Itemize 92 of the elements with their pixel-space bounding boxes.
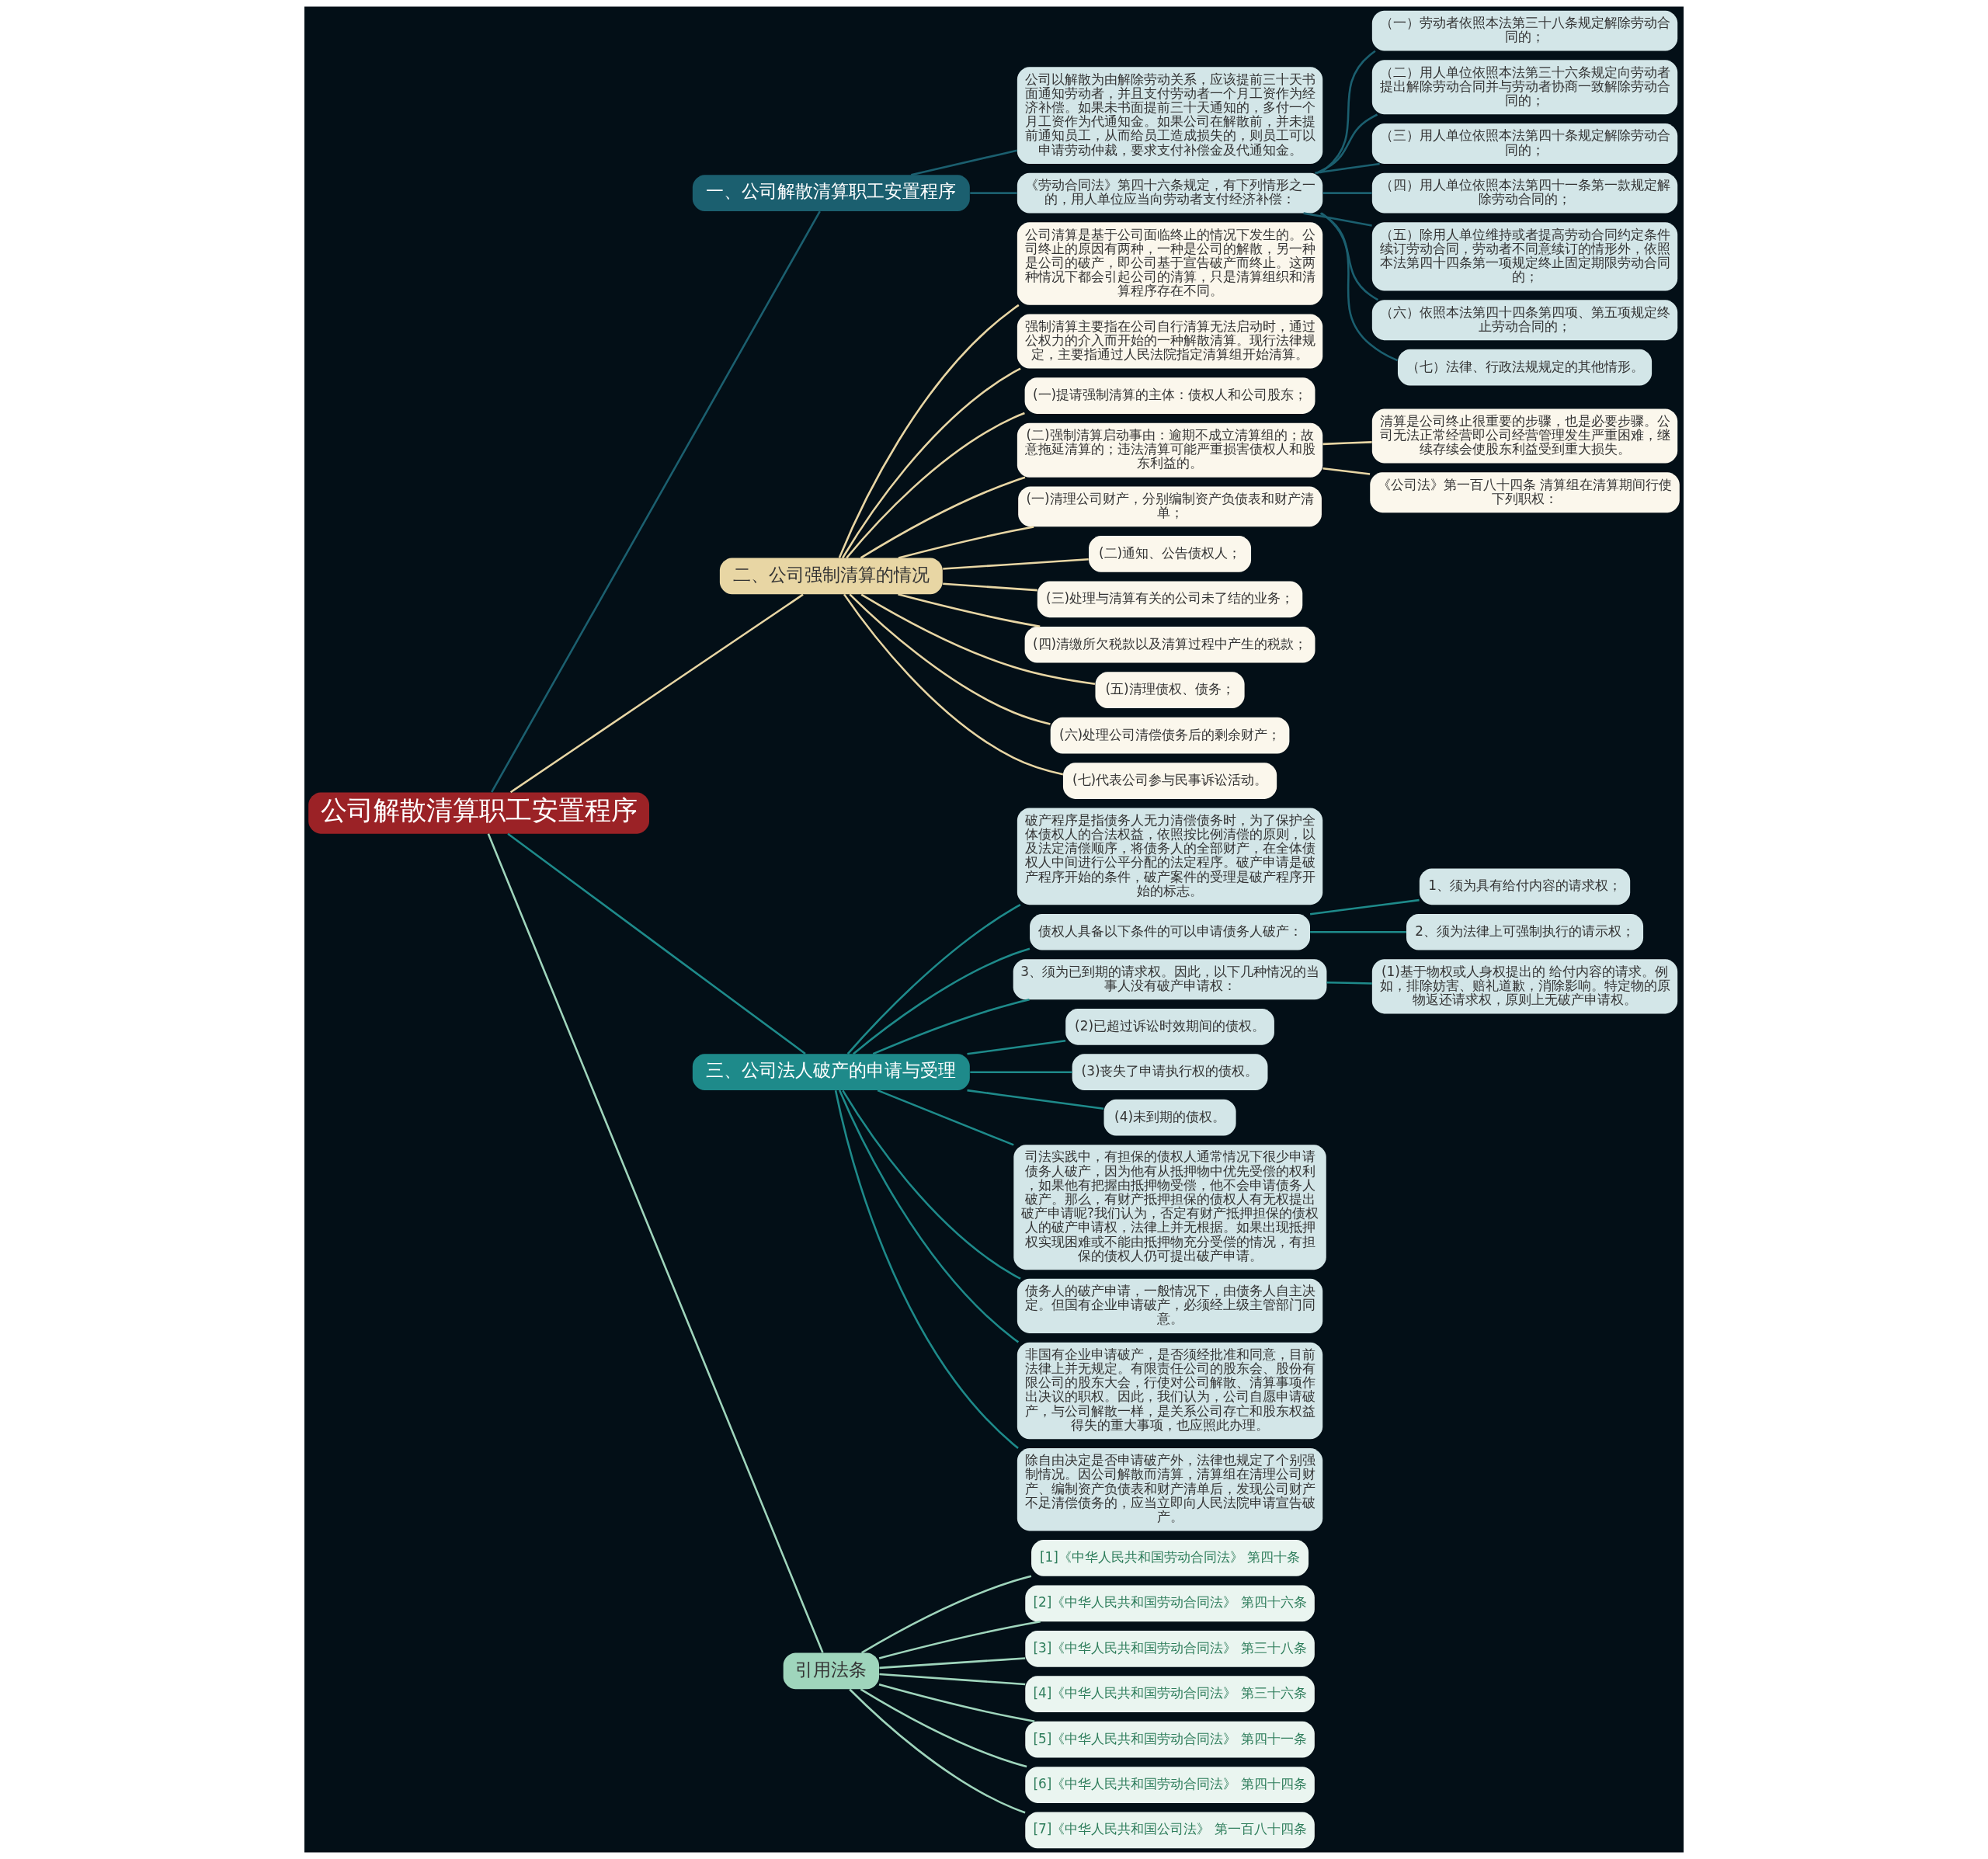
- node-box: 二、公司强制清算的情况: [719, 558, 943, 595]
- connector: [943, 582, 1037, 592]
- node-box: 非国有企业申请破产，是否须经批准和同意，目前法律上并无规定。有限责任公司的股东会、股份有限公司的股东大会，行使对公司解散、清算事项作出决议的职权。因此，我们认为，公司自愿申请破产，与公司解散一样，是关系公司存亡和股东权益得失的重大事项，也应照此办理。: [1017, 1342, 1323, 1440]
- connector: [491, 210, 821, 793]
- node-box: 债权人具备以下条件的可以申请债务人破产：: [1030, 913, 1310, 950]
- node-box: 1、须为具有给付内容的请求权；: [1419, 868, 1631, 905]
- node-box: 除自由决定是否申请破产外，法律也规定了个别强制情况。因公司解散而清算，清算组在清理公司财产、编制资产负债表和财产清单后，发现公司财产不足清偿债务的，应当立即向人民法院申请宣告破产。: [1017, 1447, 1323, 1531]
- node-box: (六)处理公司清偿债务后的剩余财产；: [1050, 717, 1290, 754]
- connector: [853, 947, 1030, 1055]
- connector: [860, 593, 1096, 686]
- node-box: （七）法律、行政法规规定的其他情形。: [1397, 349, 1653, 386]
- connector: [838, 304, 1020, 558]
- connector: [967, 1039, 1066, 1055]
- connector: [970, 1071, 1072, 1073]
- connector: [879, 1657, 1026, 1670]
- connector: [1326, 981, 1372, 985]
- node-box: 一、公司解散清算职工安置程序: [692, 175, 970, 211]
- node-box: (一)清理公司财产，分别编制资产负债表和财产清单；: [1018, 486, 1322, 527]
- node-box: (三)处理与清算有关的公司未了结的业务；: [1037, 581, 1303, 618]
- connector: [943, 558, 1089, 570]
- node-box: [4]《中华人民共和国劳动合同法》 第三十六条: [1025, 1676, 1315, 1713]
- connector: [878, 1684, 1035, 1722]
- node-box: (四)清缴所欠税款以及清算过程中产生的税款；: [1024, 626, 1315, 663]
- connector: [846, 904, 1021, 1055]
- node-box: [6]《中华人民共和国劳动合同法》 第四十四条: [1025, 1767, 1315, 1803]
- connector: [849, 593, 1051, 725]
- connector: [838, 1089, 1020, 1343]
- connector: [509, 593, 804, 794]
- node-box: 三、公司法人破产的申请与受理: [692, 1054, 970, 1091]
- connector: [1322, 192, 1372, 194]
- connector: [879, 1673, 1026, 1686]
- node-box: 强制清算主要指在公司自行清算无法启动时，通过公权力的介入而开始的一种解散清算。现行法律规定，主要指通过人民法院指定清算组开始清算。: [1017, 314, 1323, 369]
- node-box: 引用法条: [783, 1652, 879, 1690]
- node-box: 3、须为已到期的请求权。因此，以下几种情况的当事人没有破产申请权：: [1013, 959, 1327, 1000]
- node-box: 《劳动合同法》第四十六条规定，有下列情形之一的，用人单位应当向劳动者支付经济补偿：: [1017, 172, 1323, 214]
- node-box: [1]《中华人民共和国劳动合同法》 第四十条: [1031, 1540, 1309, 1576]
- node-box: [7]《中华人民共和国公司法》 第一百八十四条: [1025, 1812, 1315, 1849]
- node-box: （五）除用人单位维持或者提高劳动合同约定条件续订劳动合同，劳动者不同意续订的情形外，依照本法第四十四条第一项规定终止固定期限劳动合同的；: [1371, 222, 1678, 291]
- connector: [967, 1089, 1104, 1110]
- connector: [872, 999, 1030, 1055]
- connector: [970, 192, 1017, 194]
- connector: [898, 593, 1041, 628]
- connector: [1316, 113, 1378, 174]
- node-box: (2)已超过诉讼时效期间的债权。: [1065, 1008, 1274, 1045]
- node-box: 公司以解散为由解除劳动关系，应该提前三十天书面通知劳动者，并且支付劳动者一个月工资作为经济补偿。如果未书面提前三十天通知的，多付一个月工资作为代通知金。如果公司在解散前，并未提前通知员工，从而给员工造成损失的，则员工可以申请劳动仲裁，要求支付补偿金及代通知金。: [1017, 67, 1323, 164]
- node-box: （二）用人单位依照本法第三十六条规定向劳动者提出解除劳动合同并与劳动者协商一致解除劳动合同的；: [1371, 60, 1678, 115]
- node-box: (4)未到期的债权。: [1103, 1099, 1236, 1136]
- node-box: （四）用人单位依照本法第四十一条第一款规定解除劳动合同的；: [1371, 172, 1678, 214]
- connector: [843, 593, 1064, 776]
- connector: [1309, 898, 1420, 916]
- node-box: 司法实践中，有担保的债权人通常情况下很少申请债务人破产，因为他有从抵押物中优先受偿的权利，如果他有把握由抵押物受偿，他不会申请债务人破产。那么，有财产抵押担保的债权人有无权提出破产申请呢?我们认为，否定有财产抵押担保的债权人的破产申请权，法律上并无根据。如果出现抵押权实现困难或不能由抵押物充分受偿的情况，有担保的债权人仍可提出破产申请。: [1013, 1145, 1326, 1270]
- node-box: (七)代表公司参与民事诉讼活动。: [1062, 763, 1277, 799]
- node-box: 公司解散清算职工安置程序: [308, 792, 649, 834]
- connector: [846, 412, 1025, 559]
- node-box: （六）依照本法第四十四条第四项、第五项规定终止劳动合同的；: [1371, 300, 1678, 341]
- connector: [1322, 467, 1371, 475]
- node-box: （一）劳动者依照本法第三十八条规定解除劳动合同的；: [1371, 10, 1678, 51]
- connector: [1315, 162, 1380, 174]
- node-box: [3]《中华人民共和国劳动合同法》 第三十八条: [1025, 1630, 1315, 1667]
- connector: [911, 149, 1017, 176]
- connector: [842, 1089, 1021, 1280]
- node-box: 《公司法》第一百八十四条 清算组在清算期间行使下列职权：: [1370, 472, 1680, 513]
- node-box: 公司清算是基于公司面临终止的情况下发生的。公司终止的原因有两种，一种是公司的解散，另一种是公司的破产，即公司基于宣告破产而终止。这两种情况下都会引起公司的清算，只是清算组织和清算程序存在不同。: [1017, 222, 1323, 305]
- connector: [849, 1688, 1026, 1814]
- node-box: 债务人的破产申请，一般情况下，由债务人自主决定。但国有企业申请破产，必须经上级主管部门同意。: [1017, 1278, 1323, 1333]
- node-box: 清算是公司终止很重要的步骤，也是必要步骤。公司无法正常经营即公司经营管理发生严重困难，继续存续会使股东利益受到重大损失。: [1371, 408, 1678, 464]
- node-box: (3)丧失了申请执行权的债权。: [1072, 1054, 1268, 1091]
- node-box: (一)提请强制清算的主体：债权人和公司股东；: [1024, 377, 1315, 414]
- node-box: (二)强制清算启动事由：逾期不成立清算组的；故意拖延清算的；违法清算可能严重损害债权人和股东利益的。: [1017, 422, 1323, 478]
- connector: [860, 476, 1026, 559]
- connector: [1322, 441, 1372, 446]
- connector: [487, 833, 824, 1653]
- node-box: （三）用人单位依照本法第四十条规定解除劳动合同的；: [1371, 123, 1678, 164]
- connector: [860, 1688, 1027, 1768]
- connector: [898, 526, 1034, 559]
- node-box: [2]《中华人民共和国劳动合同法》 第四十六条: [1025, 1585, 1315, 1622]
- node-box: [5]《中华人民共和国劳动合同法》 第四十一条: [1025, 1721, 1315, 1758]
- connector: [1310, 930, 1406, 933]
- connector: [1303, 212, 1372, 227]
- connector: [507, 832, 806, 1055]
- node-box: (1)基于物权或人身权提出的 给付内容的请求。例如，排除妨害、赔礼道歉，消除影响。特定物的原物返还请求权，原则上无破产申请权。: [1371, 959, 1678, 1014]
- connector: [860, 1575, 1032, 1654]
- node-box: 破产程序是指债务人无力清偿债务时，为了保护全体债权人的合法权益，依照按比例清偿的原则，以及法定清偿顺序，将债务人的全部财产，在全体债权人中间进行公平分配的法定程序。破产申请是破产程序开始的条件，破产案件的受理是破产程序开始的标志。: [1017, 808, 1323, 905]
- connector: [878, 1621, 1041, 1659]
- node-box: (二)通知、公告债权人；: [1089, 536, 1252, 572]
- connector: [877, 1089, 1014, 1146]
- node-box: 2、须为法律上可强制执行的请示权；: [1406, 913, 1644, 950]
- connector: [1321, 212, 1399, 362]
- connector: [1319, 212, 1379, 301]
- connector: [834, 1090, 1019, 1449]
- node-box: (五)清理债权、债务；: [1095, 672, 1245, 709]
- connector: [841, 367, 1021, 559]
